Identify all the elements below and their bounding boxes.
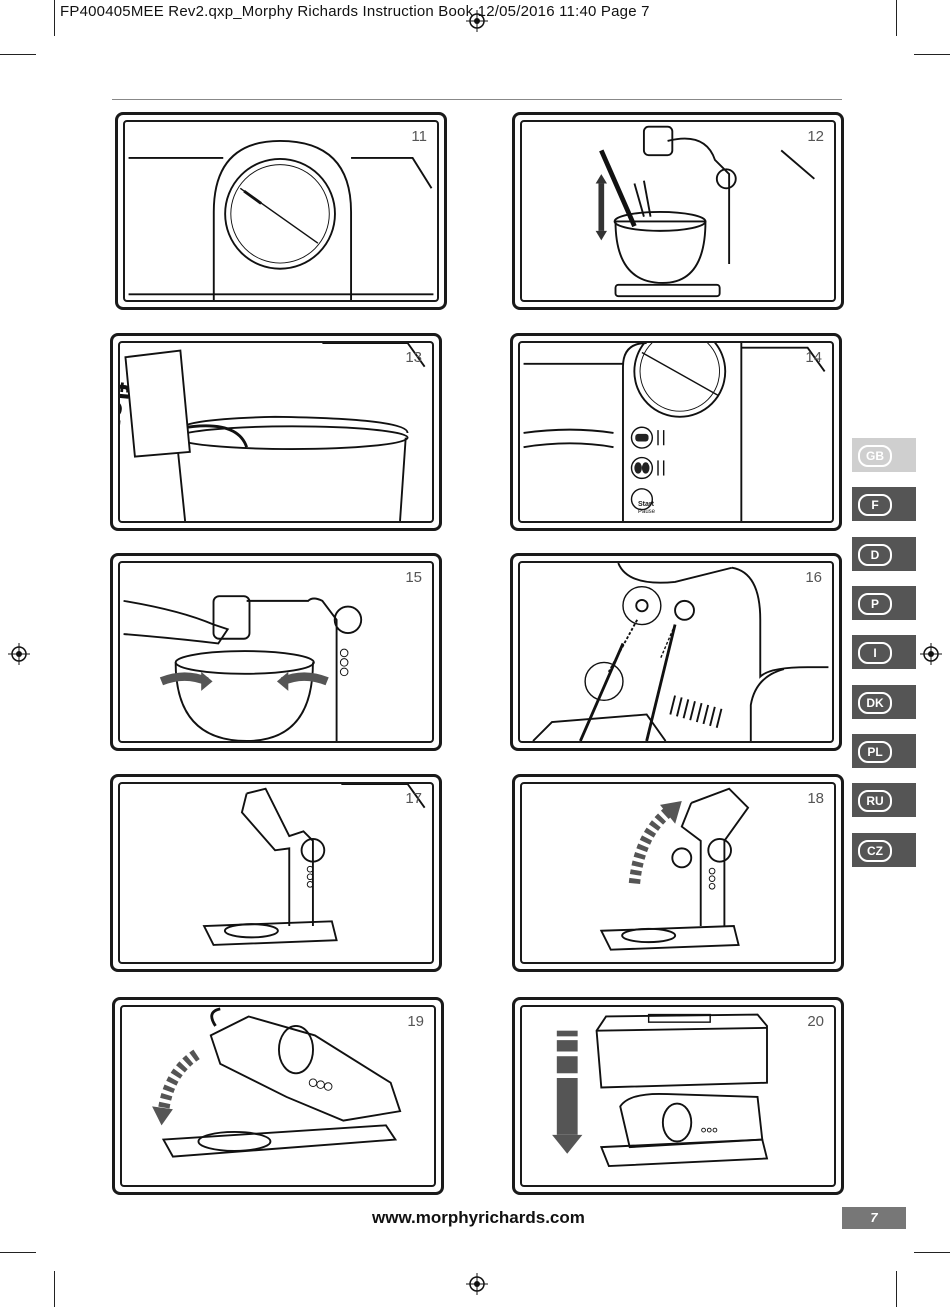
page-number: 7 xyxy=(842,1207,906,1229)
step-number: 16 xyxy=(805,569,822,586)
step-number: 15 xyxy=(405,569,422,586)
attachment-socket-illustration xyxy=(532,563,829,741)
language-code: I xyxy=(858,642,892,664)
start-label: Start xyxy=(638,501,654,508)
mixer-dial-illustration xyxy=(128,139,434,300)
language-tab-i[interactable]: I xyxy=(852,635,916,669)
crop-mark xyxy=(896,0,897,36)
crop-mark xyxy=(914,54,950,55)
registration-mark-icon xyxy=(466,1273,488,1295)
language-code: D xyxy=(858,544,892,566)
language-tab-d[interactable]: D xyxy=(852,537,916,571)
step-number: 20 xyxy=(807,1013,824,1030)
language-tab-f[interactable]: F xyxy=(852,487,916,521)
language-code: CZ xyxy=(858,840,892,862)
header-rule xyxy=(112,99,842,100)
step-panel-15: 15 xyxy=(110,553,442,751)
language-code: P xyxy=(858,593,892,615)
crop-mark xyxy=(0,54,36,55)
mixer-bowl-illustration xyxy=(595,125,815,298)
language-tab-gb[interactable]: GB xyxy=(852,438,916,472)
step-panel-18: 18 xyxy=(512,774,844,972)
step-number: 17 xyxy=(405,790,422,807)
pause-label: Pause xyxy=(638,509,656,515)
step-panel-19: 19 xyxy=(112,997,444,1195)
bowl-rotation-illustration xyxy=(123,595,363,741)
crop-mark xyxy=(54,0,55,36)
step-panel-14: Start Pause 14 xyxy=(510,333,842,531)
registration-mark-icon xyxy=(920,643,942,665)
step-number: 12 xyxy=(807,128,824,145)
website-url[interactable]: www.morphyrichards.com xyxy=(372,1208,585,1227)
step-panel-16: 16 xyxy=(510,553,842,751)
crop-mark xyxy=(896,1271,897,1307)
step-number: 13 xyxy=(405,349,422,366)
language-tab-dk[interactable]: DK xyxy=(852,685,916,719)
step-panel-11: 11 xyxy=(115,112,447,310)
language-code: PL xyxy=(858,741,892,763)
mixer-head-tilt-illustration xyxy=(599,787,750,951)
language-code: GB xyxy=(858,445,892,467)
flour-bowl-illustration xyxy=(124,343,426,521)
step-number: 19 xyxy=(407,1013,424,1030)
language-code: RU xyxy=(858,790,892,812)
language-code: DK xyxy=(858,692,892,714)
mixer-cover-illustration xyxy=(552,1013,769,1168)
registration-mark-icon xyxy=(8,643,30,665)
step-panel-13: flour 13 xyxy=(110,333,442,531)
registration-mark-icon xyxy=(466,10,488,32)
step-number: 18 xyxy=(807,790,824,807)
language-tab-ru[interactable]: RU xyxy=(852,783,916,817)
language-tab-p[interactable]: P xyxy=(852,586,916,620)
step-panel-20: 20 xyxy=(512,997,844,1195)
control-panel-illustration xyxy=(523,343,826,521)
language-code: F xyxy=(858,494,892,516)
language-tab-cz[interactable]: CZ xyxy=(852,833,916,867)
step-panel-12: 12 xyxy=(512,112,844,310)
mixer-stand-illustration xyxy=(202,784,426,946)
step-panel-17: 17 xyxy=(110,774,442,972)
language-tab-pl[interactable]: PL xyxy=(852,734,916,768)
step-number: 11 xyxy=(411,128,427,145)
crop-mark xyxy=(914,1252,950,1253)
crop-mark xyxy=(0,1252,36,1253)
print-slug: FP400405MEE Rev2.qxp_Morphy Richards Ins… xyxy=(60,3,650,20)
step-number: 14 xyxy=(805,349,822,366)
crop-mark xyxy=(54,1271,55,1307)
mixer-head-lower-illustration xyxy=(152,1007,402,1158)
